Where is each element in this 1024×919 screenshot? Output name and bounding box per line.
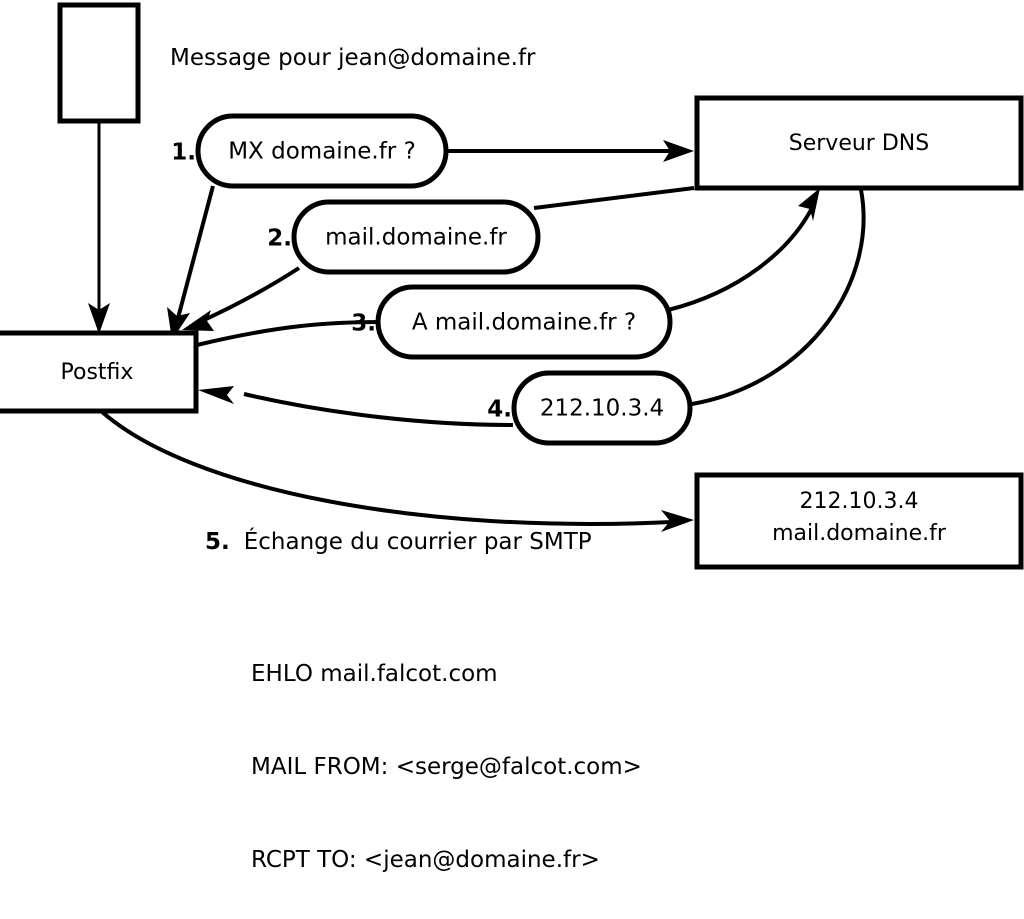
step-1-number: 1. [171,140,196,166]
edge-step2-to-postfix [182,266,301,331]
edge-step4-to-postfix [198,386,514,427]
step-3-number: 3. [351,311,376,337]
step-2-bubble: 2. mail.domaine.fr [267,199,541,275]
transcript-line: EHLO mail.falcot.com [251,661,498,687]
step-4-bubble: 4. 212.10.3.4 [487,370,693,446]
transcript-line: MAIL FROM: <serge@falcot.com> [251,754,642,780]
message-caption: Message pour jean@domaine.fr [170,45,536,71]
step-3-bubble: 3. A mail.domaine.fr ? [351,284,673,360]
mailhost-box: 212.10.3.4 mail.domaine.fr [694,472,1024,570]
dns-server-label: Serveur DNS [789,131,929,156]
step-3-label: A mail.domaine.fr ? [412,310,636,336]
mailhost-ip-label: 212.10.3.4 [800,489,919,514]
step-5-number: 5. [205,529,230,555]
step-4-label: 212.10.3.4 [540,396,664,422]
transcript-line: RCPT TO: <jean@domaine.fr> [251,847,600,873]
step-4-number: 4. [487,397,512,423]
mailhost-host-label: mail.domaine.fr [772,521,947,546]
edge-dns-to-step2 [533,186,695,210]
step-2-label: mail.domaine.fr [325,225,507,251]
step-1-label: MX domaine.fr ? [228,139,416,165]
edge-postfix-to-step3 [196,320,382,347]
step-5-label: Échange du courrier par SMTP [243,529,592,555]
dns-server-box: Serveur DNS [694,95,1024,191]
edge-dns-to-step4 [691,189,866,406]
edge-step1-to-dns [446,140,694,162]
mua-box [57,2,141,124]
step-1-bubble: 1. MX domaine.fr ? [171,113,449,189]
postfix-box: Postfix [0,330,199,414]
step-2-number: 2. [267,226,292,252]
edge-step3-to-dns [667,188,820,312]
edge-mua-to-postfix [88,123,110,334]
edge-postfix-to-mailhost [99,409,694,532]
postfix-label: Postfix [61,360,134,385]
step-5-row: 5. Échange du courrier par SMTP [205,529,592,555]
smtp-transcript: EHLO mail.falcot.com MAIL FROM: <serge@f… [251,597,642,919]
